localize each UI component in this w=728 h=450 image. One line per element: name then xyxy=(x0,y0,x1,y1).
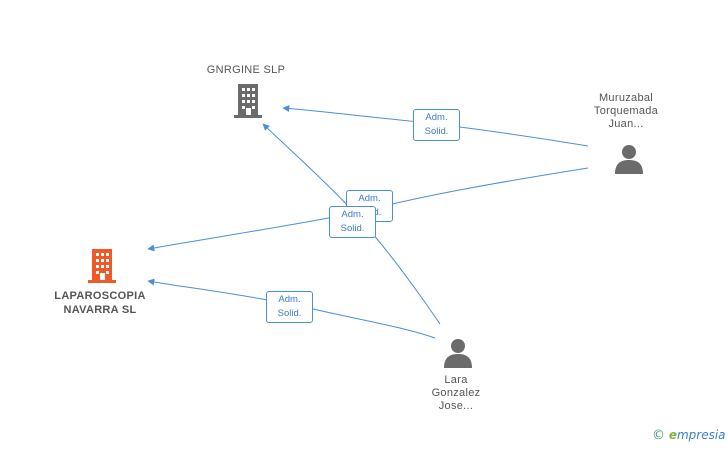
edge-label-muruzabal-gnrgine[interactable]: Adm. Solid. xyxy=(413,109,460,141)
empresia-logo: © empresia xyxy=(652,428,726,443)
building-icon-gnrgine[interactable] xyxy=(234,84,262,118)
edge-label-lara-laparoscopia[interactable]: Adm. Solid. xyxy=(266,291,313,323)
node-label-gnrgine[interactable]: GNRGINE SLP xyxy=(206,64,286,76)
node-label-muruzabal[interactable]: Muruzabal Torquemada Juan... xyxy=(593,92,659,130)
person-icon-lara[interactable] xyxy=(444,339,472,368)
node-label-lara[interactable]: Lara Gonzalez Jose... xyxy=(431,374,481,412)
building-icon-laparoscopia[interactable] xyxy=(88,249,116,283)
node-label-laparoscopia[interactable]: LAPAROSCOPIA NAVARRA SL xyxy=(54,290,146,316)
edge-label-muruzabal-laparoscopia[interactable]: Adm. Solid. xyxy=(329,206,376,238)
person-icon-muruzabal[interactable] xyxy=(615,145,643,174)
